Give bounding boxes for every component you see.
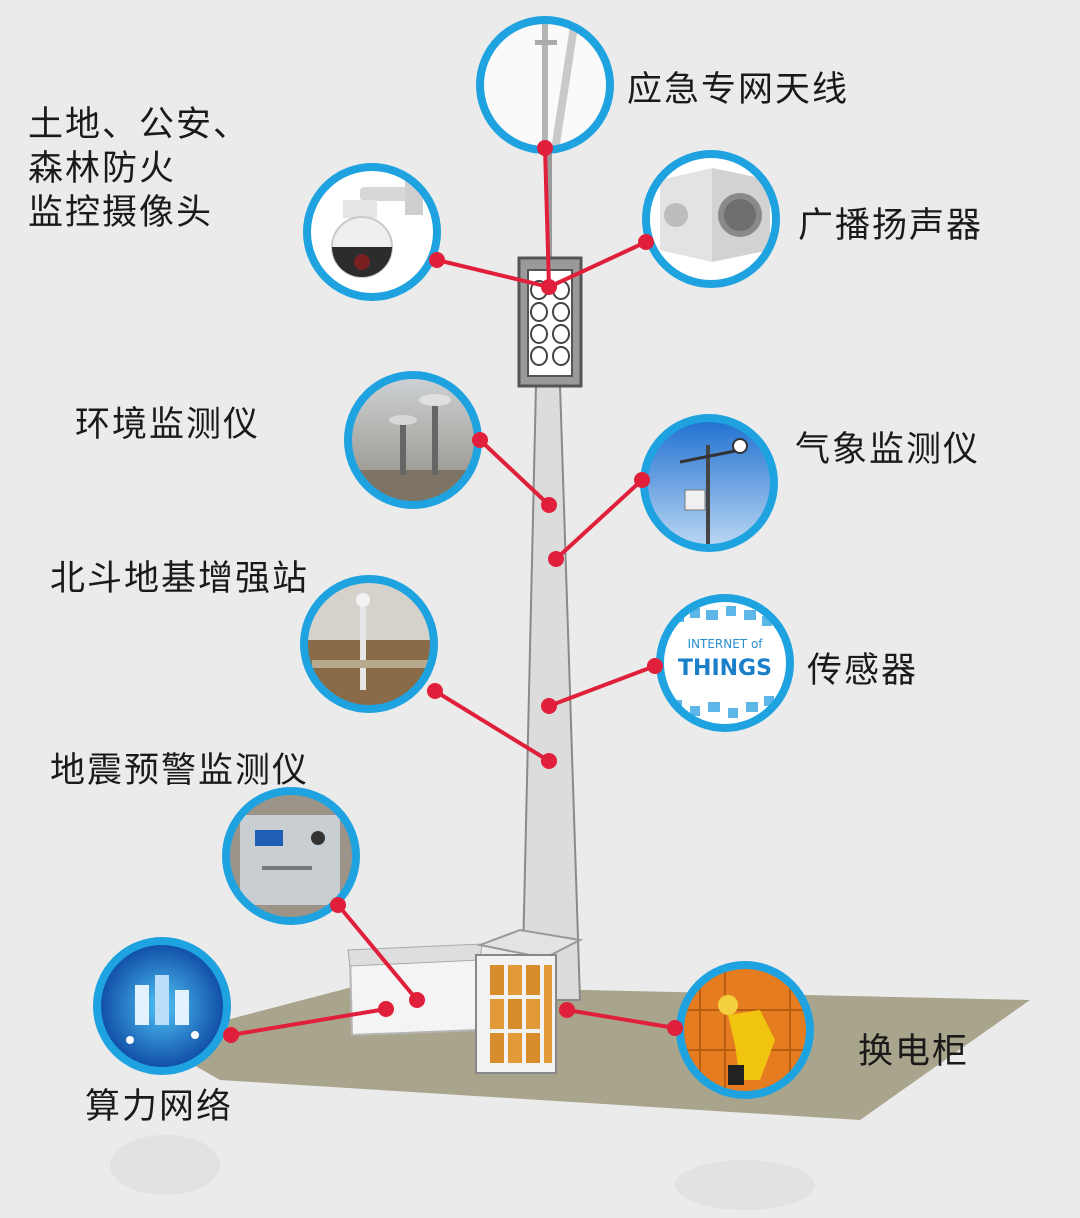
callout-computing-network bbox=[96, 940, 228, 1072]
callout-beidou-station bbox=[304, 579, 434, 710]
label-env-monitor: 环境监测仪 bbox=[75, 403, 260, 447]
equipment-shed bbox=[348, 944, 482, 1035]
label-beidou-station: 北斗地基增强站 bbox=[50, 557, 309, 601]
iot-badge-line1: INTERNET of bbox=[687, 637, 763, 651]
pole-shaft bbox=[522, 385, 580, 1000]
label-computing-network: 算力网络 bbox=[85, 1085, 233, 1129]
label-speaker: 广播扬声器 bbox=[798, 204, 983, 248]
label-camera: 土地、公安、 森林防火 监控摄像头 bbox=[28, 103, 250, 235]
label-sensor: 传感器 bbox=[807, 649, 918, 693]
label-weather-monitor: 气象监测仪 bbox=[795, 428, 980, 472]
iot-badge-line2: THINGS bbox=[678, 656, 772, 681]
callout-sensor: INTERNET of THINGS bbox=[660, 598, 790, 728]
callout-env-monitor bbox=[348, 375, 478, 505]
ground-shadow bbox=[675, 1160, 815, 1210]
callout-emergency-antenna bbox=[480, 20, 610, 150]
label-emergency-antenna: 应急专网天线 bbox=[627, 68, 849, 112]
callout-battery-swap bbox=[680, 965, 810, 1095]
callout-camera bbox=[307, 167, 437, 297]
callout-speaker bbox=[646, 154, 776, 284]
label-battery-swap: 换电柜 bbox=[858, 1030, 969, 1074]
ground-shadow bbox=[110, 1135, 220, 1195]
label-seismic-monitor: 地震预警监测仪 bbox=[50, 749, 309, 793]
callout-weather-monitor bbox=[644, 418, 774, 548]
